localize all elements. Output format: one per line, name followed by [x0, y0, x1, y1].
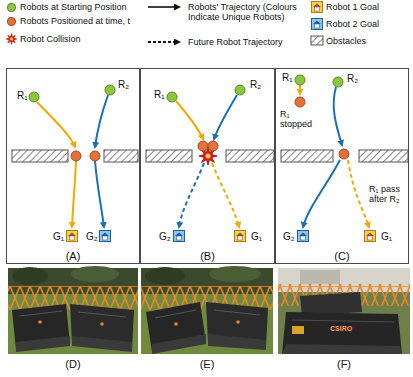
scenario-panel: R₁ R₂ G₁ G₂ (A) — [6, 68, 140, 264]
legend-label: Robot Collision — [20, 34, 81, 44]
panel-letter: (D) — [8, 357, 138, 371]
panel-label: G₂ — [159, 231, 171, 243]
panel-label: R₂ — [347, 73, 358, 85]
photo-panel: (E) — [141, 268, 273, 377]
panel-letter: (B) — [141, 250, 274, 263]
panel-letter: (C) — [276, 250, 408, 263]
panel-label: G₂ — [86, 231, 98, 243]
panel-label: G₂ — [283, 231, 295, 243]
scenario-panel: R₁ R₂ R₁ stopped R₁ pass after R₂ G₂ G₁ (C) — [275, 68, 409, 264]
panel-label: R₂ — [118, 79, 129, 91]
legend-swatch — [7, 3, 16, 12]
legend-label: Robots' Trajectory (Colours Indicate Uni… — [188, 2, 302, 22]
legend-label: Robot 2 Goal — [326, 19, 379, 29]
panel-label: G₁ — [53, 231, 64, 243]
panel-label: R₁ — [154, 89, 165, 101]
panel-letter: (A) — [7, 250, 139, 263]
panel-letter: (F) — [278, 357, 410, 371]
photo-panel: (D) — [8, 268, 138, 377]
panel-label: R₁ — [17, 90, 28, 102]
panel-label: G₁ — [381, 231, 392, 243]
legend-label: Robots at Starting Position — [20, 2, 127, 12]
legend-label: Robot 1 Goal — [326, 2, 379, 12]
panel-label: R₁ pass after R₂ — [369, 184, 408, 204]
panel-label: R₂ — [250, 79, 261, 91]
legend-label: Obstacles — [326, 36, 366, 46]
scenario-panel: R₁ R₂ G₂ G₁ (B) — [140, 68, 275, 264]
panel-label: G₁ — [251, 231, 262, 243]
legend-label: Robots Positioned at time, t — [20, 16, 130, 26]
panel-label: R₁ — [282, 72, 293, 84]
panel-label: CSIRO — [330, 325, 352, 333]
legend-label: Future Robot Trajectory — [188, 37, 302, 47]
legend-swatch — [7, 17, 16, 26]
photo-panel: CSIRO (F) — [278, 268, 410, 377]
panel-label: R₁ stopped — [280, 109, 316, 129]
panel-letter: (E) — [141, 357, 273, 371]
